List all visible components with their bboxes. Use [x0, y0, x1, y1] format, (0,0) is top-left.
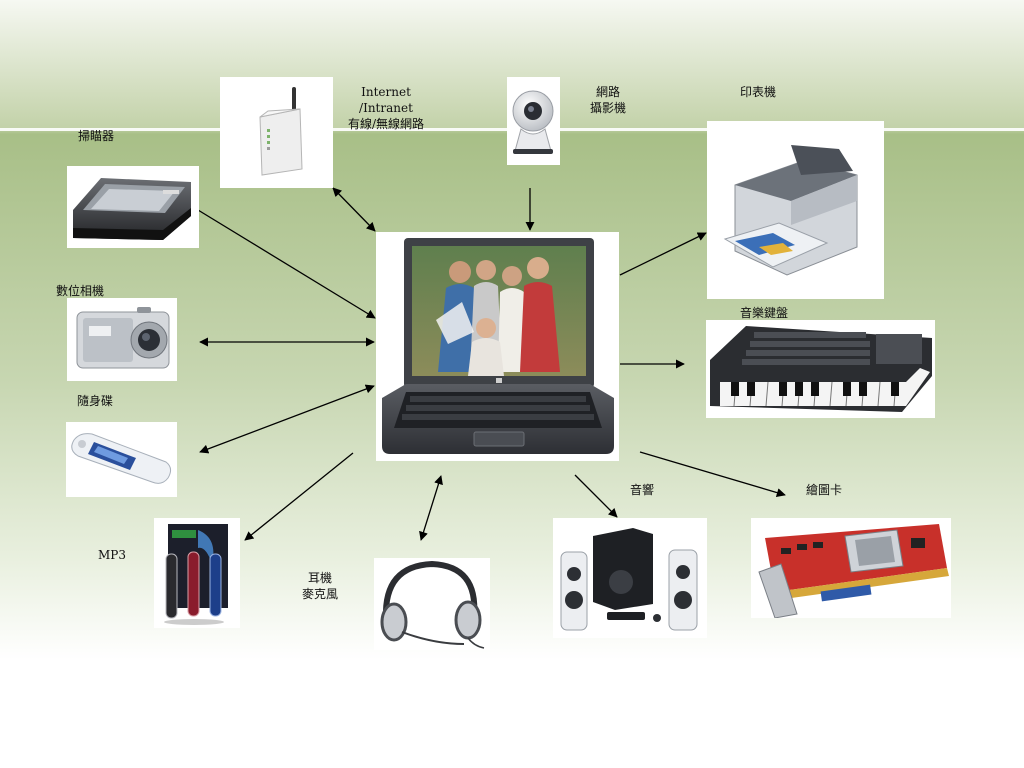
music-keyboard-image	[706, 320, 935, 418]
arrow-graphics	[639, 451, 786, 498]
label-webcam-line1: 網路	[595, 85, 620, 99]
label-internet-line3: 有線/無線網路	[347, 117, 425, 131]
webcam-image	[507, 77, 560, 165]
label-usb: 隨身碟	[77, 394, 114, 408]
headset-image	[374, 558, 490, 650]
label-headset-line2: 麥克風	[301, 587, 338, 601]
label-webcam: 網路 攝影機	[584, 84, 632, 116]
speaker-system-image	[553, 518, 707, 638]
label-headset-line1: 耳機	[307, 571, 332, 585]
arrow-router	[332, 187, 376, 232]
label-printer: 印表機	[740, 85, 777, 99]
label-speakers: 音響	[630, 483, 655, 497]
arrow-usb	[199, 384, 375, 454]
graphics-card-image	[751, 518, 951, 618]
label-graphics: 繪圖卡	[806, 483, 843, 497]
label-headset: 耳機 麥克風	[296, 570, 344, 602]
label-camera: 數位相機	[56, 284, 105, 298]
label-internet: Internet /Intranet 有線/無線網路	[334, 84, 438, 132]
label-internet-line1: Internet	[361, 85, 411, 99]
usb-drive-image	[66, 422, 177, 497]
label-scanner: 掃瞄器	[78, 129, 115, 143]
label-mp3: MP3	[98, 548, 126, 562]
mp3-player-image	[154, 518, 240, 628]
arrow-mp3	[244, 452, 354, 541]
arrow-speakers	[574, 474, 618, 518]
label-webcam-line2: 攝影機	[589, 101, 626, 115]
arrow-scanner	[197, 209, 376, 319]
printer-image	[707, 121, 884, 299]
digital-camera-image	[67, 298, 177, 381]
label-keyboard: 音樂鍵盤	[740, 306, 789, 320]
router-image	[220, 77, 333, 188]
label-internet-line2: /Intranet	[359, 101, 413, 115]
arrow-headset	[419, 475, 443, 541]
arrow-printer	[619, 232, 707, 276]
scanner-image	[67, 166, 199, 248]
laptop-image	[376, 232, 619, 461]
